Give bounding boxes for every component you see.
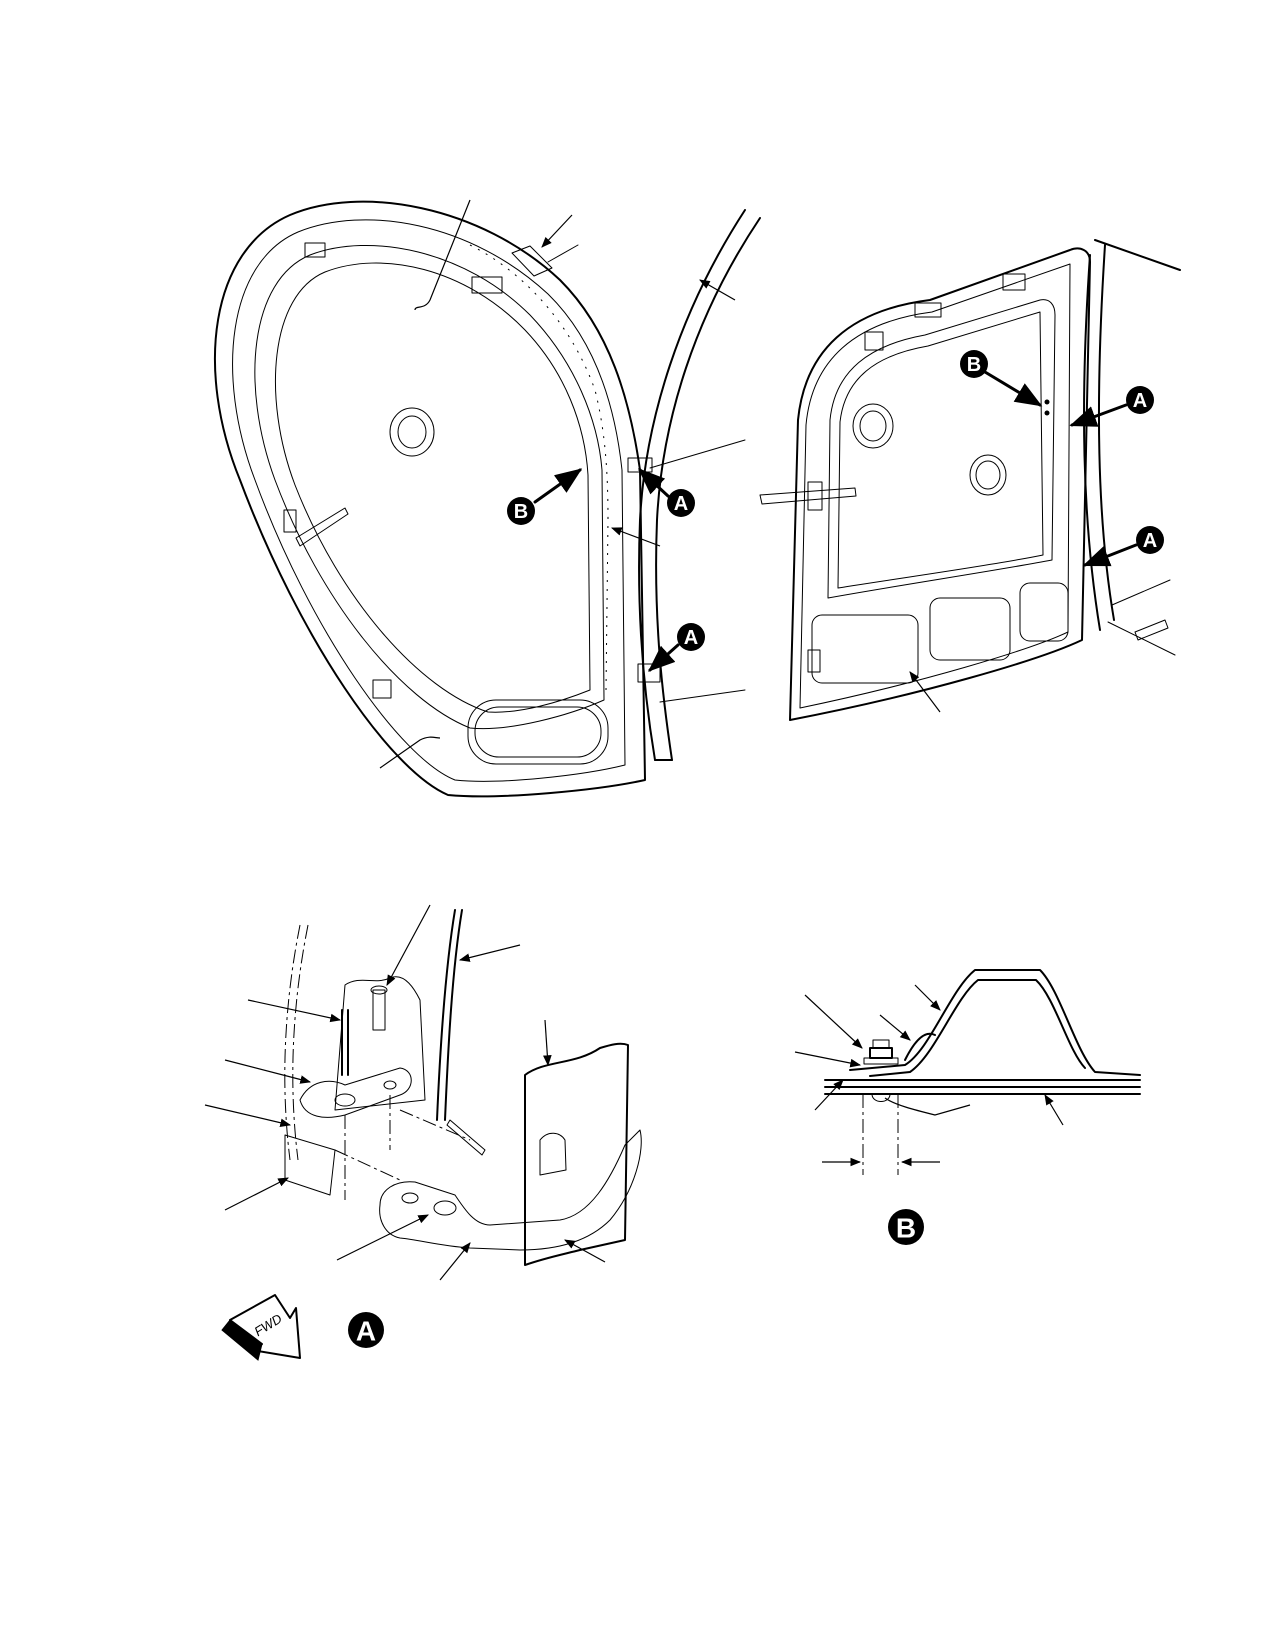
frame-hinge-lower <box>637 663 661 683</box>
left-door-window <box>274 262 591 713</box>
callout-b-left: B <box>507 468 583 525</box>
left-door-handle <box>295 507 349 547</box>
top-leader-lines <box>379 199 941 769</box>
callout-a-left-lower: A <box>647 623 705 672</box>
right-door-view <box>759 247 1091 721</box>
detail-a-title: A <box>356 1316 376 1347</box>
fwd-arrow: FWD <box>221 1294 301 1361</box>
right-fuselage-frame <box>1083 239 1181 656</box>
left-door-frame-inner <box>232 219 626 782</box>
exploded-screw <box>547 244 579 263</box>
callout-a-left-upper: A <box>638 468 695 517</box>
left-door-center-fitting <box>389 407 435 457</box>
callout-a-label: A <box>674 493 688 515</box>
left-door-outline <box>213 200 646 798</box>
exploded-strip <box>511 245 553 277</box>
detail-b-seal-section: B <box>794 969 1141 1245</box>
right-door-handle <box>759 487 857 505</box>
right-door-lower-pocket <box>811 614 919 684</box>
right-door-outline <box>789 247 1091 721</box>
left-door-bottom-pocket <box>467 699 609 765</box>
door-panel-section <box>524 1042 629 1266</box>
callout-a-label: A <box>1143 530 1157 552</box>
left-door-hinge <box>304 242 326 258</box>
door-hinge-arm <box>379 1129 642 1251</box>
clevis-pin <box>372 989 386 1031</box>
left-door-view <box>213 200 646 798</box>
callout-b-label: B <box>514 501 528 523</box>
callout-a-label: A <box>684 627 698 649</box>
fuselage-frame <box>627 209 761 761</box>
right-door-inner-panel <box>827 299 1056 599</box>
cotter-pin <box>446 1119 486 1156</box>
callout-a-right-lower: A <box>1082 526 1164 567</box>
callout-a-right-upper: A <box>1069 386 1154 427</box>
hinge-fitting <box>299 1067 412 1118</box>
detail-b-title: B <box>896 1213 916 1244</box>
callout-a-label: A <box>1133 390 1147 412</box>
detail-a-hinge: FWD A <box>204 904 642 1361</box>
callout-b-right: B <box>960 350 1043 407</box>
callout-b-label: B <box>967 354 981 376</box>
bolt-head <box>869 1047 893 1059</box>
seal-profile <box>849 969 1141 1076</box>
left-door-panel-edge <box>254 245 605 730</box>
